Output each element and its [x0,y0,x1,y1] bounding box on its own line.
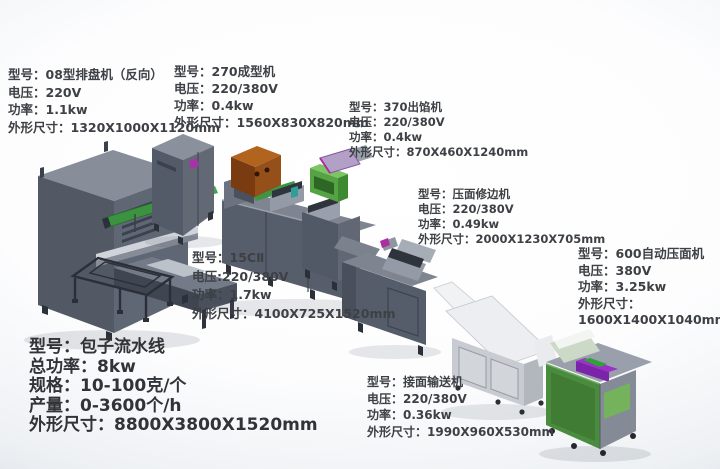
summary-line: 外形尺寸：8800X3800X1520mm [29,415,318,435]
spec-line: 功率：0.36kw [367,408,452,422]
spec-line: 功率：1.7kw [192,287,272,302]
spec-block-paipanji-08: 型号：08型排盘机（反向） 电压：220V 功率：1.1kw 外形尺寸：1320… [8,66,220,136]
machine-illustration-yamianji-600 [539,329,652,462]
spec-line: 外形尺寸： [578,295,641,311]
magenta-accent [380,238,390,248]
spec-line: 电压：220/380V [367,391,467,406]
spec-block-yamianji-600: 型号：600自动压面机 电压：380V 功率：3.25kw 外形尺寸： 1600… [578,246,720,329]
summary-line: 总功率：8kw [29,356,136,377]
summary-line: 型号：包子流水线 [29,337,165,357]
spec-line: 型号：08型排盘机（反向） [8,67,163,82]
spec-line: 外形尺寸：1990X960X530mm [367,424,555,439]
machine-illustration-xiubianji [342,239,441,359]
spec-line: 外形尺寸：1560X830X820mm [174,115,369,130]
spec-line: 电压：220/380V [349,115,445,129]
machine-illustration-chengxingji-270 [145,134,225,248]
table-frame [70,256,175,322]
spec-line: 型号：270成型机 [174,64,276,79]
spec-block-chuxianji-370: 型号：370出馅机 电压：220/380V 功率：0.4kw 外形尺寸：870X… [349,100,528,160]
machine-illustration-shusongji [441,295,551,420]
spec-line: 电压:220/380V [192,268,289,284]
summary-line: 产量：0-3600个/h [29,395,182,416]
spec-line: 功率：0.4kw [349,130,423,144]
spec-block-chengxingji-270: 型号：270成型机 电压：220/380V 功率：0.4kw 外形尺寸：1560… [174,63,369,131]
spec-line: 电压：220/380V [174,81,278,96]
spec-line: 外形尺寸：2000X1230X705mm [418,232,606,246]
spec-block-15cii: 型号：15CⅡ 电压:220/380V 功率：1.7kw 外形尺寸：4100X7… [192,249,396,323]
spec-line: 功率：3.25kw [578,279,667,294]
spec-line: 电压：380V [578,262,652,278]
spec-line: 功率：1.1kw [8,102,88,117]
spec-line: 外形尺寸：1320X1000X1120mm [8,119,221,135]
spec-line: 电压：220V [8,84,82,100]
rail [96,226,198,261]
line-summary-block: 型号：包子流水线 总功率：8kw 规格：10-100克/个 产量：0-3600个… [29,337,318,436]
magenta-motor [189,158,199,169]
spec-line: 功率：0.49kw [418,217,500,231]
green-window [604,383,630,419]
spec-line: 型号：压面修边机 [418,187,510,201]
spec-line: 功率：0.4kw [174,98,254,113]
spec-line: 型号：15CⅡ [192,250,265,265]
summary-line: 规格：10-100克/个 [29,376,187,396]
spec-line: 外形尺寸：4100X725X1520mm [192,305,396,321]
spec-block-xiubianji: 型号：压面修边机 电压：220/380V 功率：0.49kw 外形尺寸：2000… [418,187,605,247]
brown-hopper [231,146,281,204]
spec-block-shusongji: 型号：接面输送机 电压：220/380V 功率：0.36kw 外形尺寸：1990… [367,374,554,440]
spec-line: 电压：220/380V [418,202,514,216]
spec-line: 型号：600自动压面机 [578,246,705,261]
spec-line: 型号：370出馅机 [349,100,443,114]
spec-line: 型号：接面输送机 [367,375,464,389]
spec-line: 1600X1400X1040mm [578,312,720,327]
press-roller [388,248,424,268]
spec-line: 外形尺寸：870X460X1240mm [349,145,529,159]
